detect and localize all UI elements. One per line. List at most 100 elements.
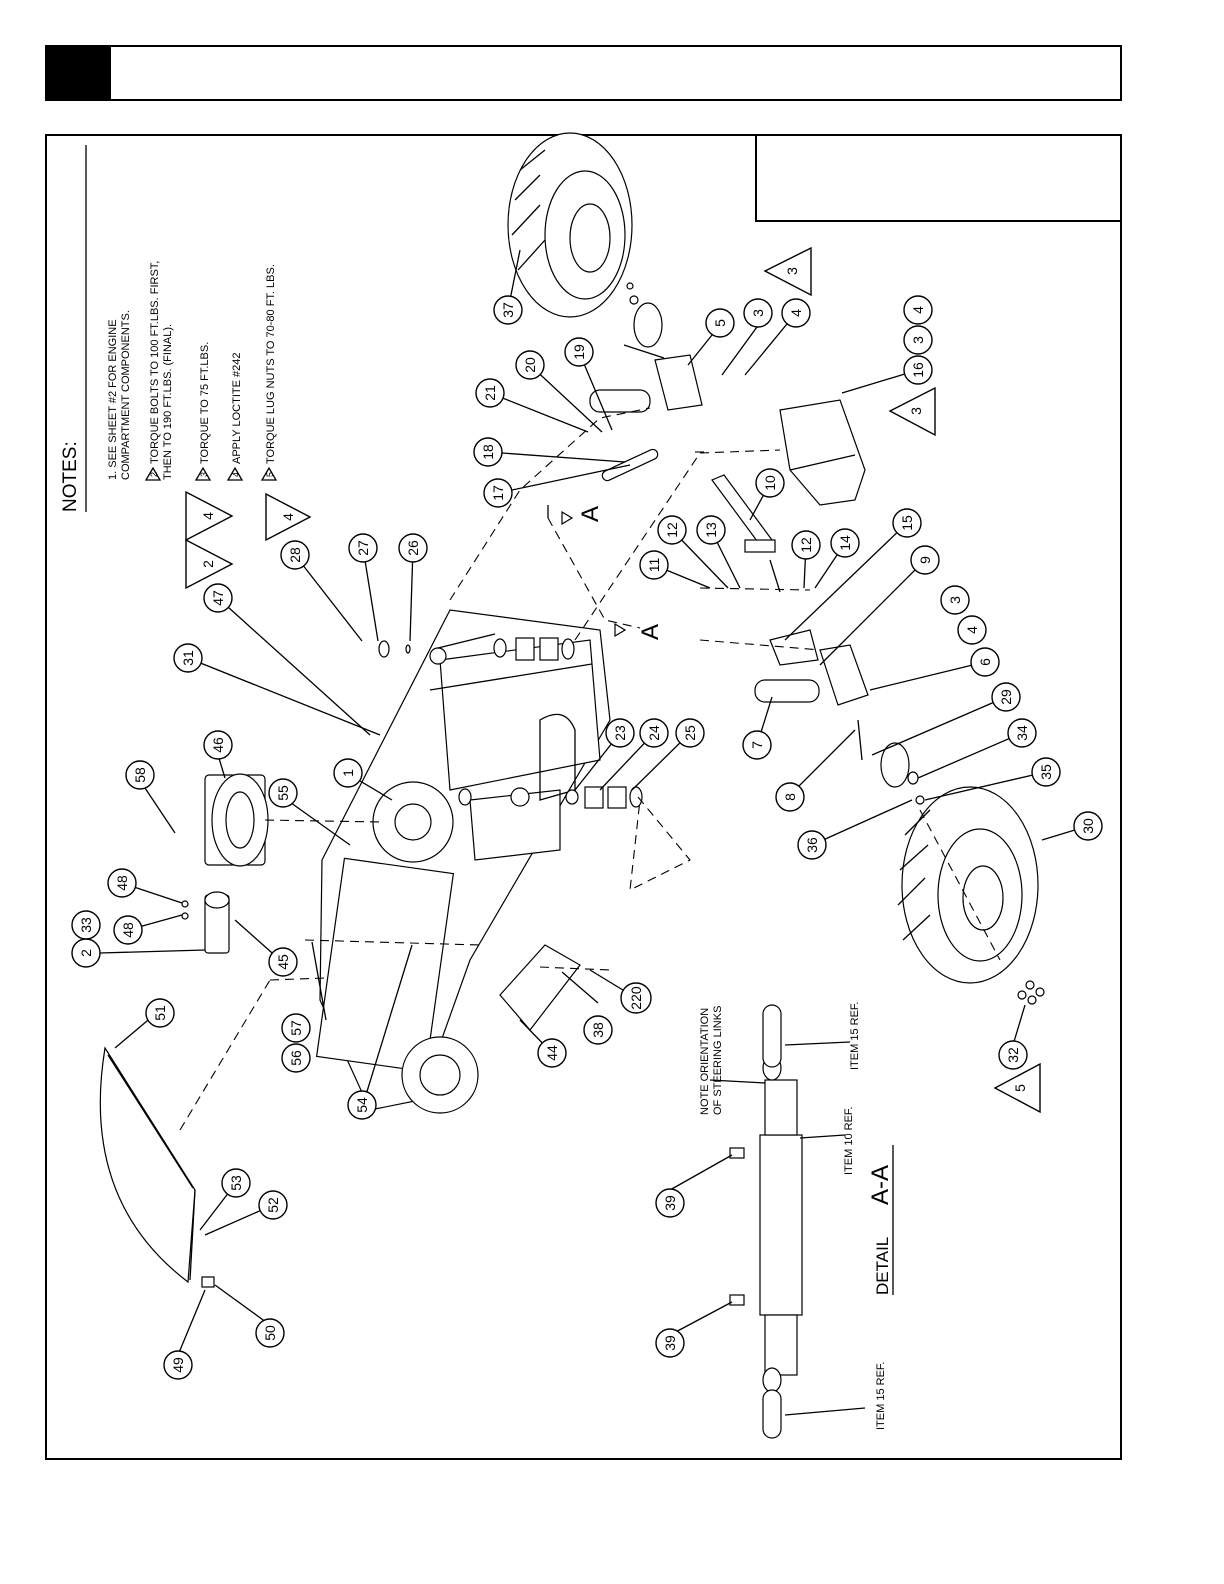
svg-text:27: 27 bbox=[355, 540, 371, 556]
svg-text:15: 15 bbox=[899, 515, 915, 531]
svg-text:19: 19 bbox=[571, 344, 587, 360]
rear-wheel bbox=[507, 132, 633, 318]
callout-3-upper: 3 bbox=[743, 298, 773, 328]
svg-text:47: 47 bbox=[210, 590, 226, 606]
note-flags: 4 2 4 3 3 5 bbox=[185, 246, 1041, 1114]
callout-27: 27 bbox=[348, 533, 378, 563]
svg-text:51: 51 bbox=[152, 1005, 168, 1021]
svg-text:38: 38 bbox=[590, 1022, 606, 1038]
callout-48-lower: 48 bbox=[113, 915, 143, 945]
callout-37: 37 bbox=[493, 295, 523, 325]
callout-18: 18 bbox=[473, 437, 503, 467]
callout-21: 21 bbox=[475, 378, 505, 408]
callout-bubbles: 1 2 3 3 3 4 4 4 5 6 7 8 9 10 11 12 12 13… bbox=[71, 295, 1103, 1380]
callout-3-mid: 3 bbox=[903, 325, 933, 355]
note-1-line-2: COMPARTMENT COMPONENTS. bbox=[120, 310, 132, 480]
callout-11: 11 bbox=[639, 550, 669, 580]
callout-51: 51 bbox=[145, 998, 175, 1028]
svg-text:29: 29 bbox=[998, 689, 1014, 705]
note-3-flag: 3 bbox=[199, 472, 209, 477]
callout-49: 49 bbox=[163, 1350, 193, 1380]
svg-text:25: 25 bbox=[682, 725, 698, 741]
svg-text:21: 21 bbox=[482, 385, 498, 401]
detail-note-line-2: OF STEERING LINKS bbox=[712, 1006, 724, 1115]
svg-text:3: 3 bbox=[750, 309, 766, 317]
svg-text:44: 44 bbox=[544, 1045, 560, 1061]
flag-triangle-3a: 3 bbox=[763, 246, 812, 297]
callout-24: 24 bbox=[639, 718, 669, 748]
svg-text:55: 55 bbox=[275, 785, 291, 801]
callout-36: 36 bbox=[797, 830, 827, 860]
svg-text:49: 49 bbox=[170, 1357, 186, 1373]
callout-39-lower: 39 bbox=[655, 1328, 685, 1358]
note-4-text: APPLY LOCTITE #242 bbox=[231, 353, 243, 464]
note-5-text: TORQUE LUG NUTS TO 70-80 FT. LBS. bbox=[265, 264, 277, 464]
svg-text:45: 45 bbox=[275, 954, 291, 970]
flag-triangle-4b: 4 bbox=[265, 492, 312, 542]
svg-text:3: 3 bbox=[908, 407, 924, 415]
callout-38: 38 bbox=[583, 1015, 613, 1045]
flag-triangle-5: 5 bbox=[993, 1062, 1041, 1114]
callout-8: 8 bbox=[775, 782, 805, 812]
callout-52: 52 bbox=[258, 1190, 288, 1220]
chassis-frame bbox=[315, 609, 611, 1114]
svg-text:1: 1 bbox=[340, 769, 356, 777]
svg-text:14: 14 bbox=[837, 535, 853, 551]
svg-text:4: 4 bbox=[280, 513, 296, 521]
svg-text:20: 20 bbox=[522, 357, 538, 373]
callout-45: 45 bbox=[268, 947, 298, 977]
svg-text:10: 10 bbox=[762, 475, 778, 491]
svg-text:28: 28 bbox=[287, 547, 303, 563]
detail-label: DETAIL bbox=[873, 1237, 892, 1295]
steering-assembly bbox=[589, 282, 925, 805]
callout-2: 2 bbox=[71, 938, 101, 968]
flag-triangle-2: 2 bbox=[185, 538, 234, 590]
callout-31: 31 bbox=[173, 643, 203, 673]
note-2: 2 TORQUE BOLTS TO 100 FT.LBS. FIRST, THE… bbox=[144, 261, 174, 481]
callout-55: 55 bbox=[268, 778, 298, 808]
svg-text:6: 6 bbox=[977, 658, 993, 666]
svg-text:16: 16 bbox=[910, 362, 926, 378]
svg-text:7: 7 bbox=[749, 741, 765, 749]
notes-panel: NOTES: 1. SEE SHEET #2 FOR ENGINE COMPAR… bbox=[60, 145, 278, 512]
svg-text:8: 8 bbox=[782, 793, 798, 801]
detail-item15-ref-top: ITEM 15 REF. bbox=[849, 1002, 861, 1070]
flag-triangle-4a: 4 bbox=[185, 490, 234, 542]
callout-54: 54 bbox=[347, 1090, 377, 1120]
svg-text:48: 48 bbox=[120, 922, 136, 938]
callout-12-right: 12 bbox=[791, 530, 821, 560]
callout-4-mid: 4 bbox=[903, 295, 933, 325]
callout-9: 9 bbox=[910, 545, 940, 575]
svg-text:18: 18 bbox=[480, 444, 496, 460]
callout-28: 28 bbox=[280, 540, 310, 570]
assembly-lines bbox=[179, 407, 1001, 1131]
callout-14: 14 bbox=[830, 528, 860, 558]
svg-text:9: 9 bbox=[917, 556, 933, 564]
slewing-ring bbox=[204, 773, 269, 867]
svg-text:57: 57 bbox=[288, 1020, 304, 1036]
section-marker-a-upper: A bbox=[577, 506, 604, 522]
note-2-line-2: THEN TO 190 FT.LBS. (FINAL). bbox=[162, 324, 174, 480]
note-5-flag: 5 bbox=[265, 472, 275, 477]
callout-35: 35 bbox=[1031, 757, 1061, 787]
svg-text:39: 39 bbox=[662, 1335, 678, 1351]
svg-text:2: 2 bbox=[200, 560, 216, 568]
svg-text:26: 26 bbox=[405, 540, 421, 556]
svg-text:58: 58 bbox=[132, 767, 148, 783]
callout-15: 15 bbox=[892, 508, 922, 538]
callout-12-left: 12 bbox=[657, 515, 687, 545]
note-5: 5 TORQUE LUG NUTS TO 70-80 FT. LBS. bbox=[260, 264, 278, 481]
hood-cover bbox=[99, 1046, 215, 1288]
callout-33: 33 bbox=[71, 910, 101, 940]
svg-text:39: 39 bbox=[662, 1195, 678, 1211]
svg-text:3: 3 bbox=[947, 596, 963, 604]
callout-32: 32 bbox=[998, 1040, 1028, 1070]
svg-text:35: 35 bbox=[1038, 764, 1054, 780]
svg-text:2: 2 bbox=[78, 949, 94, 957]
callout-57: 57 bbox=[281, 1013, 311, 1043]
svg-text:33: 33 bbox=[78, 917, 94, 933]
svg-text:31: 31 bbox=[180, 650, 196, 666]
callout-6: 6 bbox=[970, 647, 1000, 677]
svg-text:3: 3 bbox=[784, 267, 800, 275]
callout-4-lower: 4 bbox=[957, 615, 987, 645]
